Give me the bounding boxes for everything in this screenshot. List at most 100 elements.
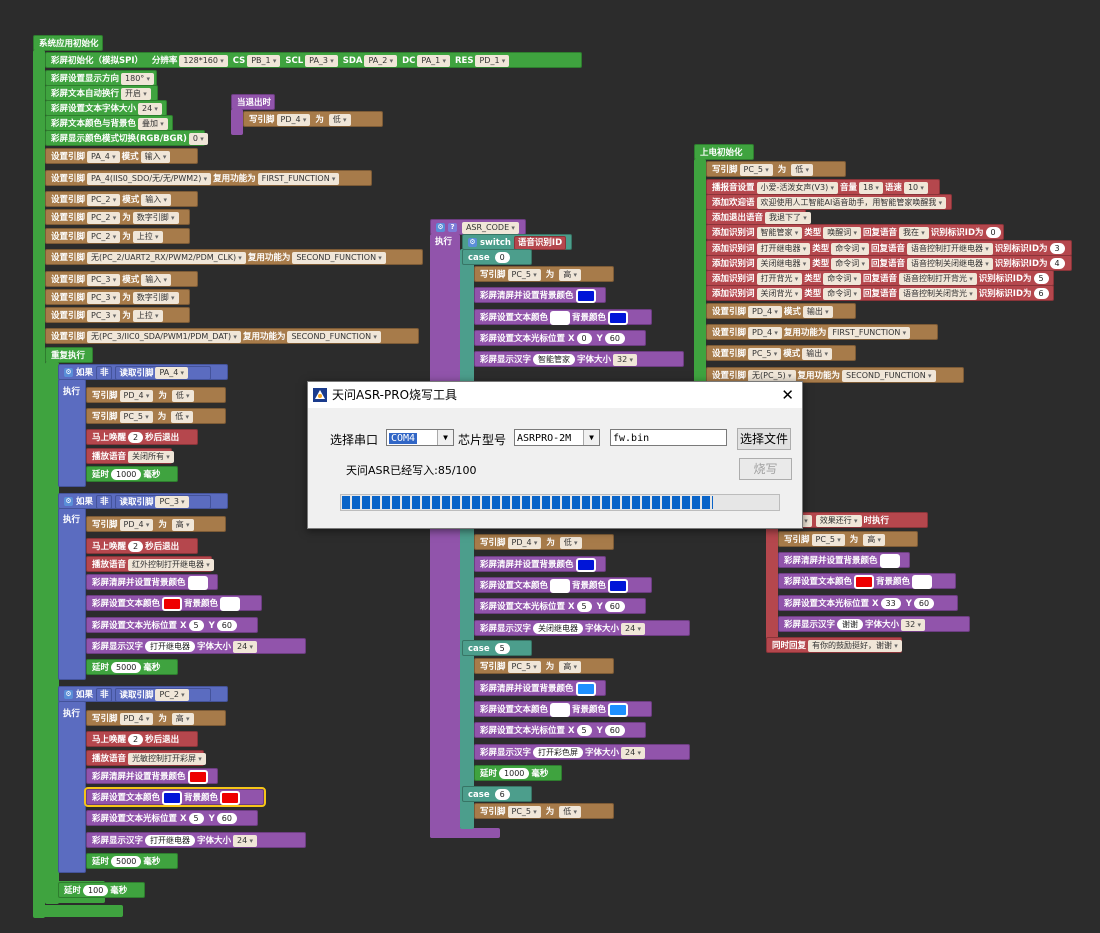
color-swatch[interactable] — [879, 553, 900, 568]
play-voice-block[interactable]: 播放语音光敏控制打开彩屏 — [86, 750, 206, 766]
level-dropdown[interactable]: 高 — [171, 518, 194, 531]
text-field[interactable]: 智能管家 — [533, 354, 576, 365]
cs-dropdown[interactable]: PB_1 — [247, 54, 281, 67]
pin-dropdown[interactable]: PC_5 — [748, 347, 782, 360]
pin-dropdown[interactable]: PD_4 — [507, 536, 542, 549]
not-block[interactable]: 非 — [95, 495, 113, 509]
text-color-block[interactable]: 彩屏设置文本颜色背景颜色 — [778, 573, 956, 589]
number-field[interactable]: 6 — [494, 789, 510, 800]
chip-select[interactable]: ASRPRO-2M▼ — [514, 429, 600, 446]
number-field[interactable]: 2 — [128, 541, 144, 552]
id-field[interactable]: 0 — [985, 227, 1001, 238]
number-field[interactable]: 5000 — [111, 856, 142, 867]
reply-field[interactable]: 我在 — [899, 226, 929, 239]
reply-field[interactable]: 有你的鼓励挺好，谢谢 — [808, 639, 902, 652]
voice-dropdown[interactable]: 小爱-活泼女声(V3) — [756, 181, 838, 194]
number-field[interactable]: 60 — [216, 620, 237, 631]
level-dropdown[interactable]: 高 — [559, 660, 581, 673]
color-swatch[interactable] — [608, 310, 629, 325]
size-dropdown[interactable]: 32 — [613, 353, 637, 366]
color-swatch[interactable] — [854, 574, 875, 589]
file-input[interactable]: fw.bin — [610, 429, 727, 446]
function-dropdown[interactable]: SECOND_FUNCTION — [287, 330, 381, 343]
scl-dropdown[interactable]: PA_3 — [305, 54, 338, 67]
set-pc3-reuse[interactable]: 设置引脚无(PC_3/IIC0_SDA/PWM1/PDM_DAT)复用功能为SE… — [45, 328, 419, 344]
type-dropdown[interactable]: 命令词 — [831, 257, 870, 270]
clear-screen-block[interactable]: 彩屏清屏并设置背景颜色 — [474, 680, 606, 696]
voice-dropdown[interactable]: 光敏控制打开彩屏 — [128, 752, 206, 765]
port-select[interactable]: COM4▼ — [386, 429, 454, 446]
number-field[interactable]: 2 — [128, 432, 144, 443]
pin-dropdown[interactable]: PC_2 — [87, 211, 121, 224]
pin-dropdown[interactable]: PC_5 — [507, 268, 541, 281]
dc-dropdown[interactable]: PA_1 — [417, 54, 450, 67]
burn-button[interactable]: 烧写 — [739, 458, 792, 480]
fontsize-dropdown[interactable]: 24 — [138, 102, 162, 115]
clear-screen-block[interactable]: 彩屏清屏并设置背景颜色 — [474, 287, 606, 303]
voice-dropdown[interactable]: 关闭所有 — [128, 450, 174, 463]
color-swatch[interactable] — [550, 578, 571, 593]
color-swatch[interactable] — [575, 288, 596, 303]
choose-file-button[interactable]: 选择文件 — [737, 428, 791, 450]
pin-dropdown[interactable]: 无(PC_3/IIC0_SDA/PWM1/PDM_DAT) — [87, 330, 241, 343]
number-field[interactable]: 33 — [880, 598, 901, 609]
level-dropdown[interactable]: 低 — [328, 113, 351, 126]
number-field[interactable]: 60 — [604, 333, 625, 344]
number-field[interactable]: 60 — [604, 725, 625, 736]
word-block-3[interactable]: 添加识别词关闭继电器类型命令词回复语音语音控制关闭继电器识别标识ID为4 — [706, 255, 1072, 271]
pin-dropdown[interactable]: 无(PC_5) — [748, 369, 796, 382]
mode-dropdown[interactable]: 输入 — [141, 273, 172, 286]
size-dropdown[interactable]: 24 — [621, 622, 645, 635]
pull-dropdown[interactable]: 上拉 — [132, 230, 163, 243]
clear-screen-block[interactable]: 彩屏清屏并设置背景颜色 — [778, 552, 910, 568]
color-swatch[interactable] — [608, 702, 629, 717]
color-swatch[interactable] — [608, 578, 629, 593]
number-field[interactable]: 5 — [188, 813, 204, 824]
rgb-block[interactable]: 彩屏显示颜色模式切换(RGB/BGR)0 — [45, 130, 208, 146]
number-field[interactable]: 0 — [576, 333, 592, 344]
clear-screen-block[interactable]: 彩屏清屏并设置背景颜色 — [86, 574, 218, 590]
loop-block[interactable]: 重复执行 — [45, 347, 93, 363]
init-hat[interactable]: 系统应用初始化 — [33, 35, 103, 51]
resolution-dropdown[interactable]: 128*160 — [179, 54, 228, 67]
exit-hat[interactable]: 当退出时 — [231, 94, 275, 110]
mode-dropdown[interactable]: 输入 — [140, 150, 171, 163]
event-dropdown[interactable]: ASR_CODE — [461, 221, 519, 234]
reply-block[interactable]: 同时回复有你的鼓励挺好，谢谢 — [766, 637, 902, 653]
text-color-block[interactable]: 彩屏设置文本颜色背景颜色 — [474, 577, 652, 593]
not-block[interactable]: 非 — [95, 688, 113, 702]
color-swatch[interactable] — [220, 790, 241, 805]
case-0[interactable]: case 0 — [462, 249, 532, 265]
reply-field[interactable]: 语音控制打开背光 — [899, 272, 977, 285]
colormode-dropdown[interactable]: 叠加 — [138, 117, 168, 130]
reply-field[interactable]: 语音控制关闭继电器 — [907, 257, 993, 270]
pin-dropdown[interactable]: PD_4 — [748, 305, 782, 318]
text-field[interactable]: 打开继电器 — [145, 835, 196, 846]
mode-dropdown[interactable]: 输出 — [802, 305, 833, 318]
pin-dropdown[interactable]: PD_4 — [119, 712, 154, 725]
gear-icon[interactable]: ⚙ — [64, 368, 73, 377]
word-block-5[interactable]: 添加识别词关闭背光类型命令词回复语音语音控制关闭背光识别标识ID为6 — [706, 285, 1054, 301]
text-color-block[interactable]: 彩屏设置文本颜色背景颜色 — [474, 701, 652, 717]
close-icon[interactable]: ✕ — [781, 386, 794, 404]
color-swatch[interactable] — [575, 557, 596, 572]
size-dropdown[interactable]: 24 — [621, 746, 645, 759]
